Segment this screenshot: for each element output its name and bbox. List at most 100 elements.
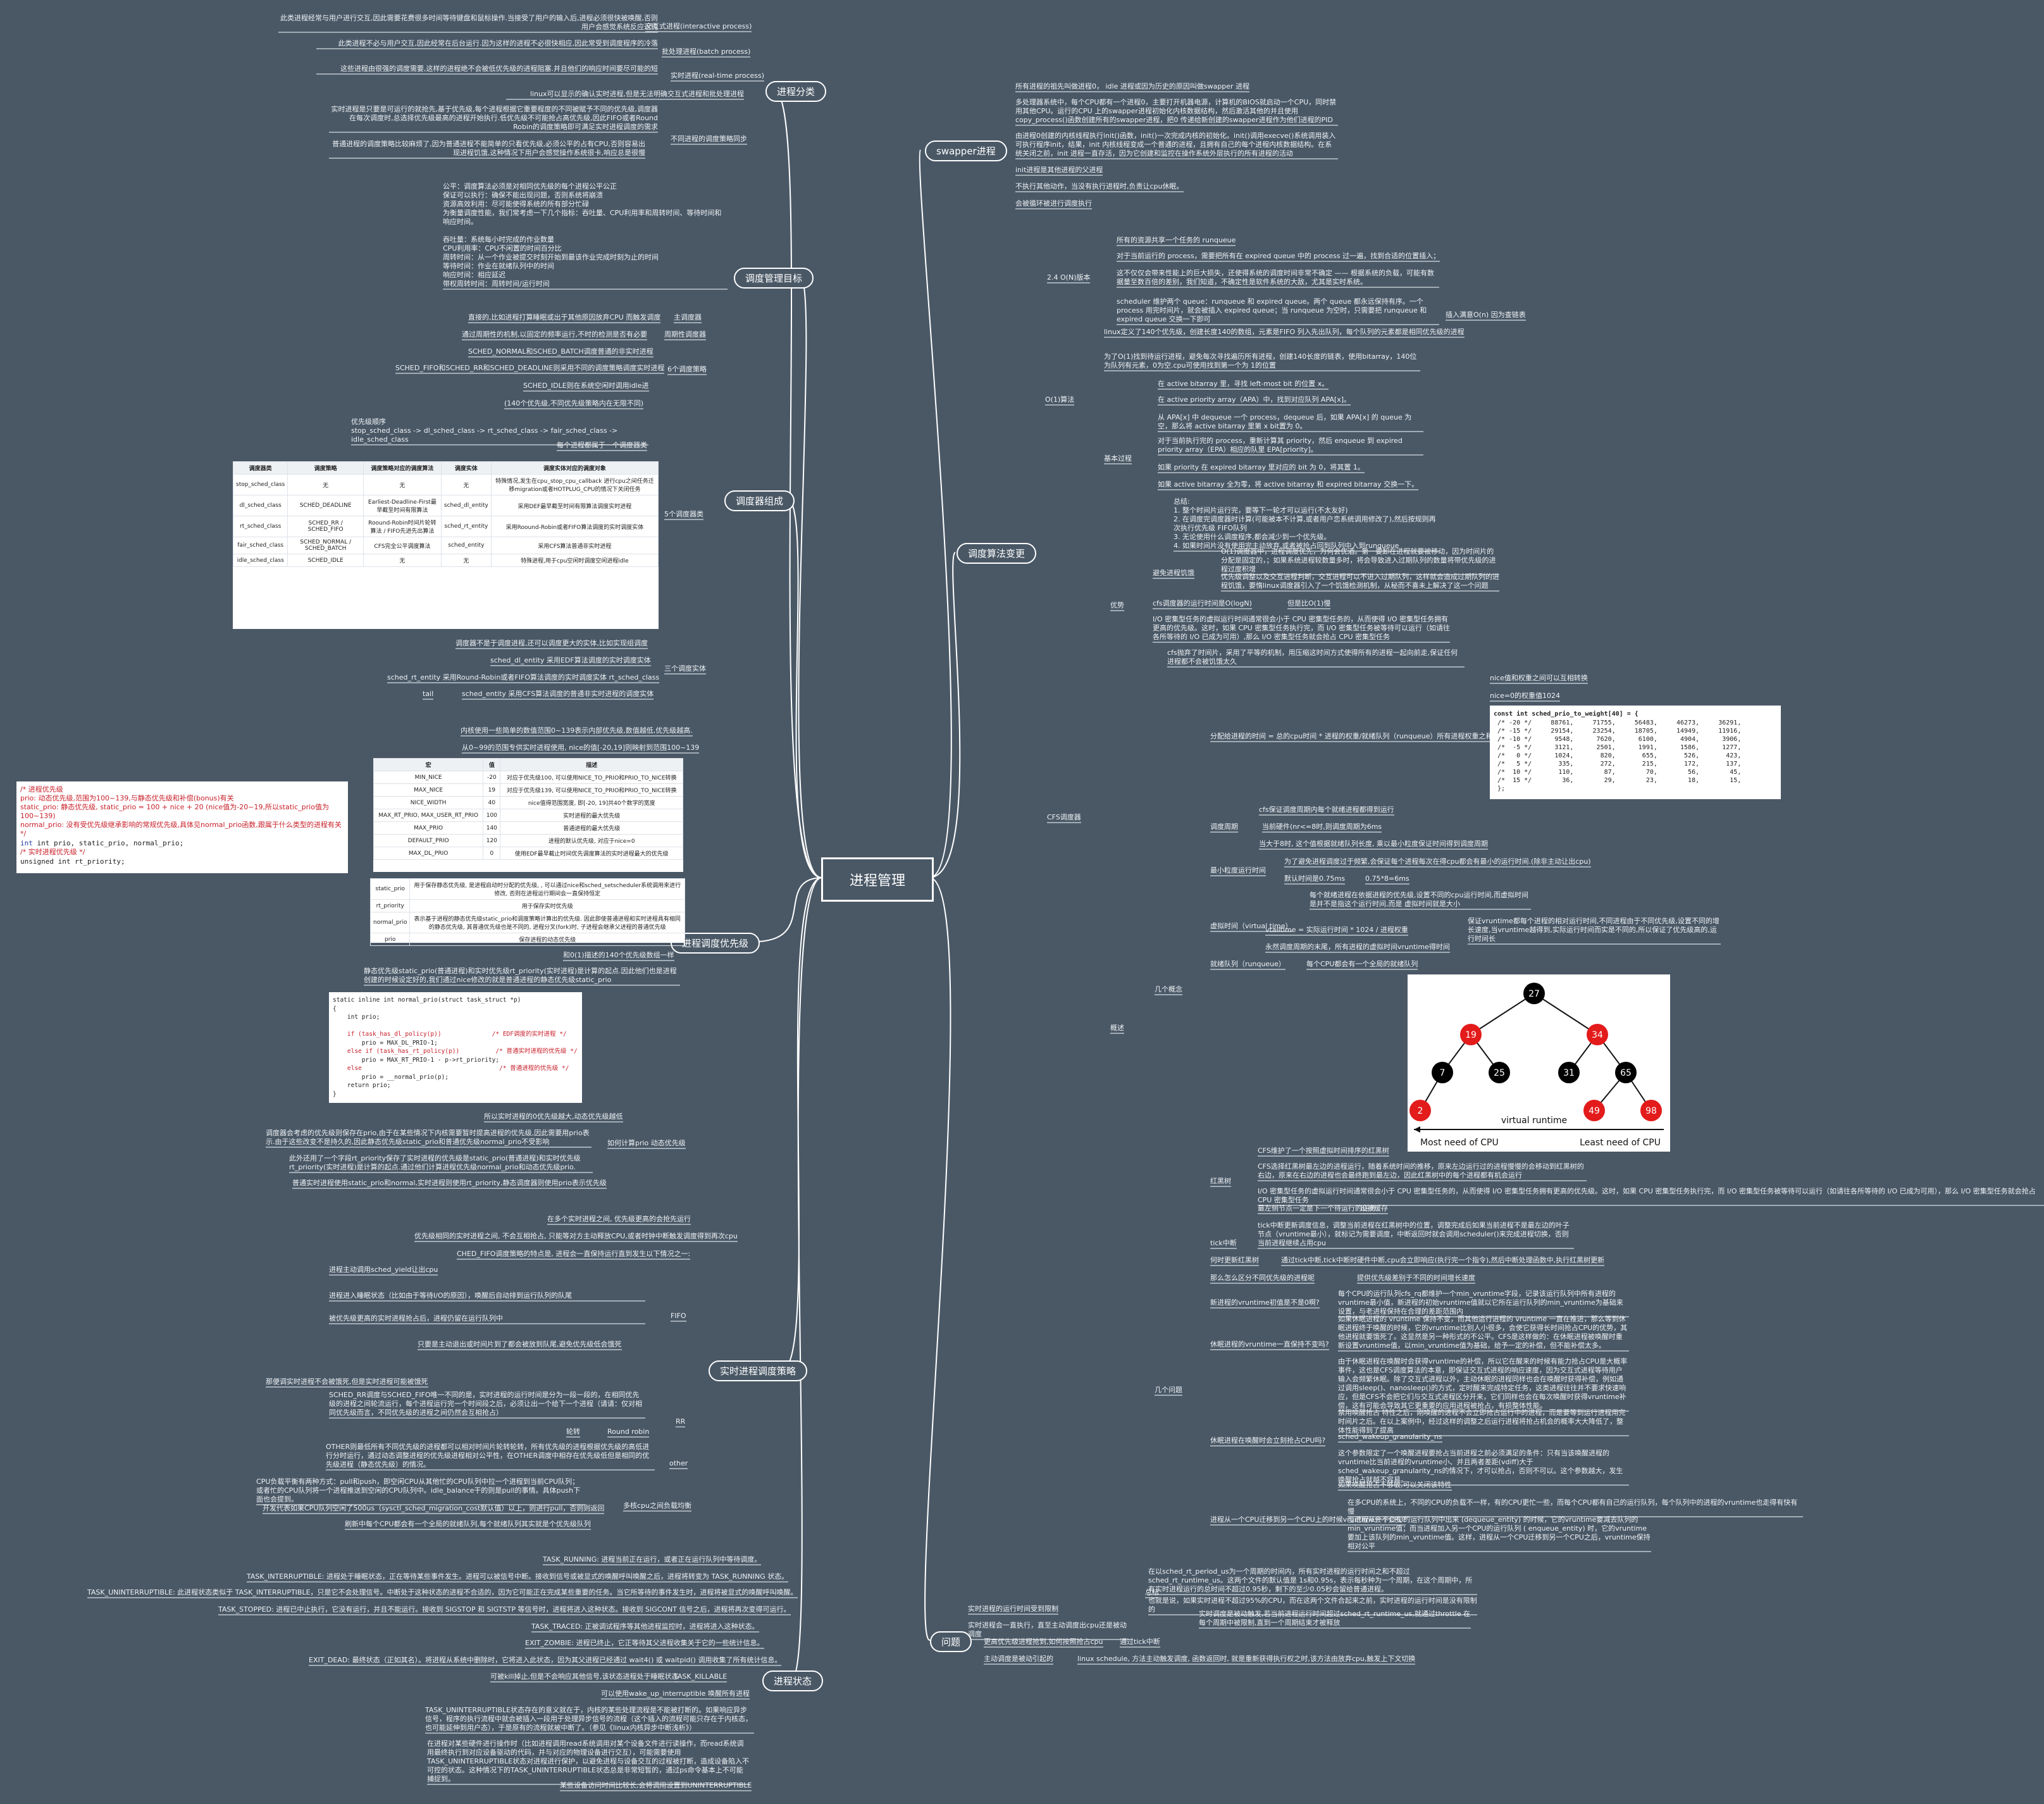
cfs-min-gran[interactable]: 最小粒度运行时间	[1210, 866, 1266, 874]
rbtree-node	[1409, 1100, 1431, 1121]
class-realtime[interactable]: 实时进程(real-time process)	[671, 72, 765, 80]
pb-higher-prio[interactable]: 更高优先级进程抢到,如何按照抢占cpu	[984, 1638, 1103, 1646]
table-cell: 进程的默认优先级, 对应于nice=0	[500, 834, 683, 847]
weight-row: /* -5 */ 3121, 2501, 1991, 1586, 1277,	[1494, 744, 1742, 751]
sched-periodic[interactable]: 周期性调度器	[664, 330, 706, 339]
sched-main[interactable]: 主调度器	[674, 313, 702, 321]
rt-fifo[interactable]: FIFO	[671, 1312, 686, 1320]
branch-process-class[interactable]: 进程分类	[765, 81, 827, 102]
pb-rt-limit-desc: 在以sched_rt_period_us为一个周期的时间内，所有实时进程的运行时…	[1148, 1567, 1473, 1593]
table-cell: SCHED_IDLE	[287, 554, 364, 567]
table-cell: prio	[369, 933, 411, 946]
adv-avoid-starve: 避免进程饥饿	[1153, 569, 1194, 577]
prio-calc[interactable]: 如何计算prio 动态优先级	[607, 1139, 686, 1147]
rbtree-node-label: 98	[1645, 1106, 1657, 1116]
rt-queue: 刷新中每个CPU都会有一个全局的就绪队列,每个就绪队列其实就是个优先级队列	[345, 1520, 591, 1528]
table-header-cell: 调度实体对应的调度对象	[490, 461, 659, 475]
code-line: else if (task_has_rt_policy(p)) /* 普通实时进…	[333, 1048, 578, 1055]
table-cell: sched_entity	[440, 537, 492, 554]
questions-label[interactable]: 几个问题	[1155, 1386, 1182, 1394]
state-dead: EXIT_DEAD: 最终状态（正如其名）。将进程从系统中删除时，它将进入此状态…	[309, 1656, 782, 1664]
o1-process[interactable]: 基本过程	[1104, 454, 1132, 463]
cfs-period[interactable]: 调度周期	[1210, 823, 1238, 831]
branch-swapper[interactable]: swapper进程	[925, 140, 1007, 161]
table-cell: 保存进程的动态优先级	[409, 933, 685, 946]
o1-algorithm[interactable]: O(1)算法	[1045, 395, 1075, 404]
class-interactive-desc: 此类进程经常与用户进行交互,因此需要花费很多时间等待键盘和鼠标操作.当接受了用户…	[280, 14, 658, 31]
state-killable[interactable]: TASK_KILLABLE	[674, 1672, 728, 1681]
table-cell: fair_sched_class	[232, 537, 288, 554]
adv-label[interactable]: 优势	[1110, 601, 1124, 609]
sched-5-classes[interactable]: 5个调度器类	[664, 510, 703, 518]
prio-code-line-5: int int prio, static_prio, normal_prio;	[20, 839, 184, 847]
branch-priority[interactable]: 进程调度优先级	[671, 933, 760, 954]
prio-code-line-2: static_prio: 静态优先级, static_prio = 100 + …	[20, 803, 329, 820]
rt-round-robin: Round robin	[607, 1428, 650, 1436]
runqueue-label[interactable]: 就绪队列（runqueue）	[1210, 960, 1285, 968]
rt-same-prio: 优先级相同的实时进程之间, 不会互相抢占, 只能等对方主动释放CPU,或者时钟中…	[414, 1232, 738, 1240]
code-line: prio = MAX_RT_PRIO-1 - p->rt_priority;	[333, 1056, 500, 1064]
tick-label[interactable]: tick中断	[1210, 1239, 1237, 1247]
class-normal-desc: 普通进程的调度策略比较麻烦了,因为普通进程不能简单的只看优先级,必须公平的占有C…	[332, 140, 645, 157]
class-linux-note: linux可以显示的确认实时进程,但是无法明确交互式进程和批处理进程	[530, 90, 744, 98]
class-batch[interactable]: 批处理进程(batch process)	[662, 47, 751, 56]
q-migrate-ans: 当进程从一个CPU的运行队列中出来 (dequeue_entity) 的时候，它…	[1347, 1515, 1651, 1550]
class-sync[interactable]: 不同进程的调度策略同步	[671, 135, 747, 143]
rt-rotate: 轮转	[566, 1428, 580, 1436]
class-interactive[interactable]: 交互式进程(interactive process)	[645, 22, 752, 30]
prio-code-line-6: /* 实时进程优先级 */	[20, 848, 85, 856]
branch-scheduler[interactable]: 调度器组成	[724, 490, 795, 511]
table-cell: nice值得范围宽度, 即[-20, 19]共40个数字的宽度	[500, 796, 683, 809]
concepts-label[interactable]: 几个概念	[1155, 985, 1182, 993]
q-sleep-ans: 如果休眠进程的 vruntime 保持不变，而其他运行进程的 vruntime …	[1338, 1315, 1628, 1350]
table-cell: dl_sched_class	[232, 495, 288, 516]
branch-realtime[interactable]: 实时进程调度策略	[709, 1360, 808, 1381]
pb-tick: 通过tick中断	[1120, 1638, 1160, 1646]
table-header-cell: 调度实体	[440, 461, 492, 475]
state-hardware: 在进程对某些硬件进行操作时（比如进程调用read系统调用对某个设备文件进行读操作…	[427, 1739, 750, 1783]
root-node[interactable]: 进程管理	[821, 857, 934, 902]
rbtree-node-label: 31	[1563, 1068, 1575, 1078]
rt-pull-note: 开发代表如果CPU队列空闲了500us（sysctl_sched_migrati…	[263, 1504, 605, 1512]
rb-leftmost: CFS选择红黑树最左边的进程运行，随着系统时间的推移，原来左边运行过的进程慢慢的…	[1258, 1162, 1584, 1179]
cfs-label[interactable]: CFS调度器	[1047, 813, 1081, 821]
q-sleep: 休眠进程的vruntime一直保持不变吗?	[1210, 1340, 1329, 1348]
branch-problems[interactable]: 问题	[930, 1631, 972, 1652]
branch-state[interactable]: 进程状态	[762, 1670, 824, 1691]
overview-label[interactable]: 概述	[1110, 1024, 1124, 1032]
rbtree-edge	[1533, 993, 1598, 1035]
table-cell: 普通进程的最大优先级	[500, 821, 683, 835]
o1-step-5: 如果 priority 在 expired bitarray 里对应的 bit …	[1158, 463, 1365, 471]
state-interruptible: TASK_INTERRUPTIBLE: 进程处于睡眠状态，正在等待某些事件发生。…	[247, 1572, 789, 1581]
cfs-min-gran-default: 默认时间是0.75ms	[1284, 874, 1345, 883]
vt-label[interactable]: 虚拟时间（virtual time）	[1210, 922, 1292, 930]
branch-evolution[interactable]: 调度算法变更	[957, 543, 1037, 564]
rt-rr[interactable]: RR	[676, 1417, 686, 1426]
rb-label[interactable]: 红黑树	[1210, 1177, 1231, 1185]
table-cell: -20	[483, 771, 501, 784]
branch-sched-goal[interactable]: 调度管理目标	[734, 268, 814, 289]
sched-3-entities[interactable]: 三个调度实体	[664, 664, 706, 673]
sched-6-policies[interactable]: 6个调度策略	[667, 365, 707, 373]
pb-summary[interactable]: 总结	[1145, 1588, 1159, 1596]
table-header-cell: 宏	[373, 758, 484, 771]
q-granularity-desc: 这个参数限定了一个唤醒进程要抢占当前进程之前必须满足的条件：只有当该唤醒进程的v…	[1338, 1449, 1623, 1484]
table-cell: MAX_RT_PRIO, MAX_USER_RT_PRIO	[373, 809, 484, 822]
q-migrate: 进程从一个CPU迁移到另一个CPU上的时候vruntime会不会变?	[1210, 1515, 1406, 1524]
table-header-cell: 描述	[500, 758, 683, 771]
on-version[interactable]: 2.4 O(N)版本	[1047, 273, 1091, 282]
rt-starve: 那便调实时进程不会被饿死,但是实时进程可能被饿死	[266, 1378, 428, 1386]
pb-rt-limit[interactable]: 实时进程的运行时间受到限制	[968, 1605, 1058, 1613]
table-cell: MAX_PRIO	[373, 821, 484, 835]
rt-other[interactable]: other	[669, 1459, 688, 1467]
rt-balance[interactable]: 多核cpu之间负载均衡	[623, 1502, 692, 1510]
adv-o1-problem: O(1)调度器中，进程调度优先，为何会优酒。第一要卸在进程就要被移动，因为时间片…	[1221, 547, 1496, 573]
state-zombie: EXIT_ZOMBIE: 进程已终止，它正等待其父进程收集关于它的一些统计信息。	[525, 1639, 764, 1647]
table-cell: 用于保存实时优先级	[409, 899, 685, 912]
weight-row: /* -15 */ 29154, 23254, 18705, 14949, 11…	[1494, 728, 1742, 735]
table-cell: MAX_NICE	[373, 783, 484, 797]
pb-active[interactable]: 主动调度是被动引起的	[984, 1655, 1053, 1663]
